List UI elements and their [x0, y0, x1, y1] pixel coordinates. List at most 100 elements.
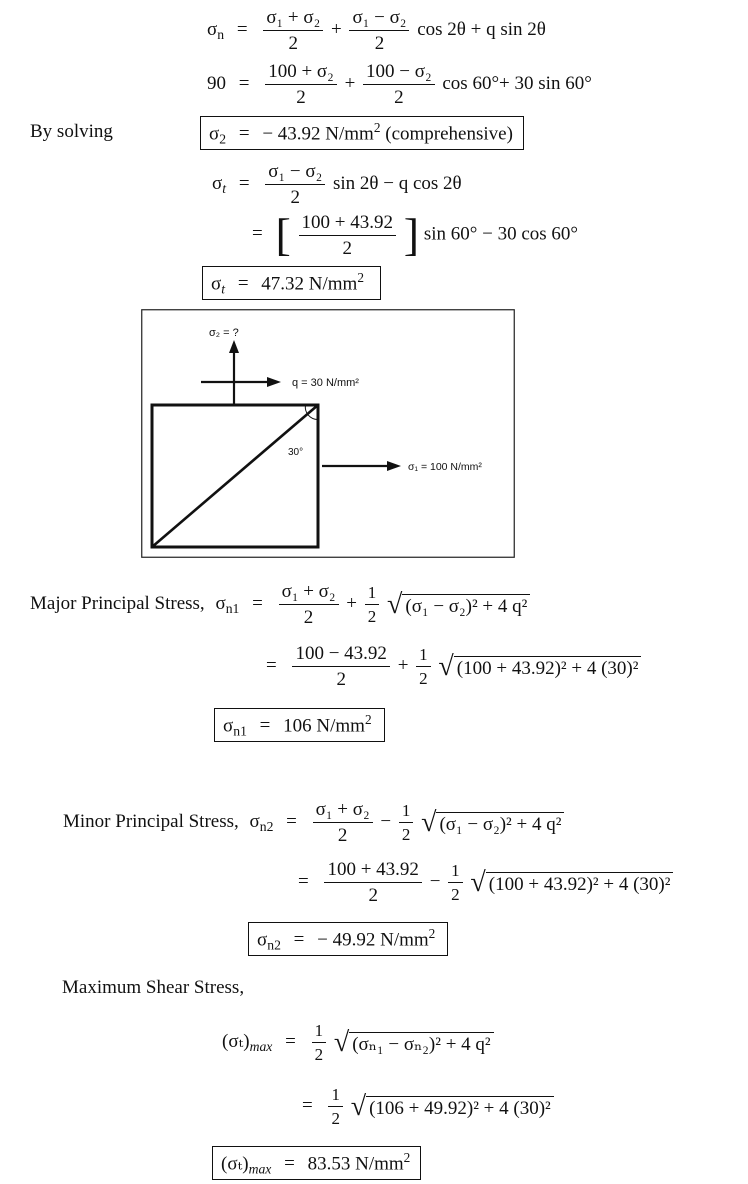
subscript: max: [249, 1039, 273, 1055]
label: Minor Principal Stress,: [63, 810, 239, 832]
numerator: 1: [328, 1086, 343, 1107]
square-root: √(σₙ₁ − σₙ₂)² + 4 q²: [334, 1028, 494, 1057]
numerator: σ₁ + σ₂: [278, 582, 339, 605]
radicand: (100 + 43.92)² + 4 (30)²: [453, 655, 642, 678]
lhs-value: 90: [207, 72, 226, 94]
radicand: (σ₁ − σ₂)² + 4 q²: [436, 811, 565, 834]
equals-sign: =: [236, 18, 248, 40]
numerator: σ₁ + σ₂: [263, 8, 324, 31]
lhs: (σₜ): [221, 1153, 249, 1175]
value: 106 N/mm: [283, 715, 365, 737]
equals-sign: =: [252, 592, 263, 614]
result-max-shear: (σₜ)max = 83.53 N/mm2: [212, 1146, 422, 1181]
subscript: t: [221, 281, 226, 297]
square-root: √(100 + 43.92)² + 4 (30)²: [470, 868, 674, 897]
denominator: 2: [368, 885, 378, 906]
shear-stress-label: q = 30 N/mm²: [292, 377, 359, 389]
numerator: 100 + 43.92: [324, 860, 422, 883]
denominator: 2: [303, 607, 314, 628]
sigma-symbol: σ: [209, 123, 220, 145]
denominator: 2: [290, 187, 301, 208]
sigma2-arrowhead: [229, 340, 239, 353]
numerator: 100 + σ₂: [265, 62, 337, 85]
right-bracket: ]: [403, 209, 420, 260]
equals-sign: =: [286, 810, 297, 832]
left-bracket: [: [275, 209, 291, 260]
superscript: 2: [364, 712, 372, 727]
denominator: 2: [337, 825, 348, 846]
note: (comprehensive): [385, 123, 513, 145]
result-box: σ2 = − 43.92 N/mm2 (comprehensive): [200, 116, 524, 151]
value: 47.32 N/mm: [261, 273, 358, 295]
equation-tail: sin 60° − 30 cos 60°: [423, 223, 579, 245]
equation-tail: sin 2θ − q cos 2θ: [332, 172, 462, 194]
diagonal-plane: [151, 404, 319, 548]
subscript: n1: [233, 723, 247, 739]
lhs: (σₜ): [222, 1030, 250, 1052]
numerator: 100 − 43.92: [292, 644, 390, 667]
numerator: σ₁ + σ₂: [312, 800, 373, 823]
square-root: √(σ₁ − σ₂)² + 4 q²: [421, 808, 565, 837]
subscript: max: [248, 1161, 272, 1177]
subscript: n1: [225, 601, 240, 617]
equals-sign: =: [293, 929, 305, 951]
equation-tail: cos 60°+ 30 sin 60°: [442, 72, 592, 94]
superscript: 2: [428, 926, 436, 941]
result-sigma-n2: σn2 = − 49.92 N/mm2: [248, 922, 449, 957]
equals-sign: =: [284, 1153, 295, 1175]
subscript: 2: [219, 131, 227, 147]
result-box: σn1 = 106 N/mm2: [214, 708, 385, 743]
sigma-symbol: σ: [223, 715, 234, 737]
angle-label: 30°: [288, 447, 303, 458]
numerator: 100 − σ₂: [363, 62, 435, 85]
diagram-frame: [141, 309, 515, 558]
subscript: n2: [259, 819, 274, 835]
result-sigma-t: σt = 47.32 N/mm2: [202, 266, 381, 301]
numerator: 1: [311, 1022, 327, 1043]
max-shear-label: Maximum Shear Stress,: [62, 977, 245, 998]
numerator: 100 + 43.92: [298, 213, 397, 236]
square-root: √(σ₁ − σ₂)² + 4 q²: [387, 590, 531, 619]
equals-sign: =: [259, 715, 271, 737]
sigma1-label: σ₁ = 100 N/mm²: [408, 461, 482, 473]
sigma2-label: σ₂ = ?: [209, 327, 239, 339]
denominator: 2: [296, 87, 306, 108]
sigma-symbol: σ: [211, 273, 222, 295]
sigma1-arrowhead: [387, 461, 401, 471]
superscript: 2: [357, 270, 364, 285]
value: 83.53 N/mm: [307, 1153, 404, 1175]
sigma-symbol: σ: [257, 929, 268, 951]
radicand: (σ₁ − σ₂)² + 4 q²: [402, 593, 531, 616]
subscript: n2: [267, 937, 281, 953]
denominator: 2: [331, 1109, 340, 1128]
radicand: (106 + 49.92)² + 4 (30)²: [366, 1095, 554, 1118]
square-root: √(106 + 49.92)² + 4 (30)²: [351, 1092, 554, 1121]
equals-sign: =: [238, 72, 250, 94]
numerator: 1: [398, 802, 414, 823]
equals-sign: =: [238, 172, 250, 194]
superscript: 2: [403, 1150, 411, 1165]
equals-sign: =: [285, 1030, 296, 1052]
denominator: 2: [451, 885, 460, 904]
sigma-symbol: σ: [215, 592, 226, 614]
equals-sign: =: [266, 654, 277, 676]
numerator: 1: [416, 646, 431, 667]
angle-arc: [304, 404, 319, 421]
radicand: (σₙ₁ − σₙ₂)² + 4 q²: [349, 1031, 494, 1054]
